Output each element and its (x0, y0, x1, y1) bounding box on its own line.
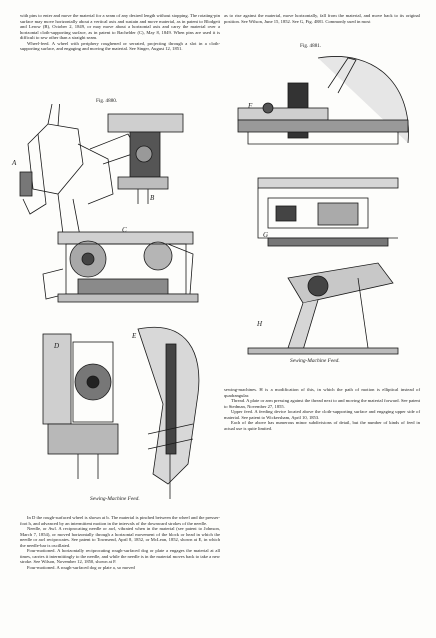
label-B: B (150, 194, 155, 202)
paragraph: Upper feed. A feeding device located abo… (224, 409, 420, 420)
right-column-middle-text: sewing-machines. H is a modification of … (224, 387, 420, 431)
paragraph: Thread. A plate or arm pressing against … (224, 398, 420, 409)
label-E: E (132, 332, 137, 340)
paragraph: Four-motioned. A horizontally reciprocat… (20, 548, 220, 564)
left-column-bottom-text: In D the rough-surfaced wheel is shown a… (20, 515, 220, 570)
paragraph: In D the rough-surfaced wheel is shown a… (20, 515, 220, 526)
figure-4880-engraving (19, 104, 200, 499)
paragraph: Each of the above has numerous minor sub… (224, 420, 420, 431)
figure-4881-caption: Sewing-Machine Feed. (290, 358, 340, 364)
figure-number-4880: Fig. 4880. (96, 98, 118, 104)
paragraph: Four-motioned. A rough-surfaced dog or p… (27, 564, 135, 570)
label-C: C (122, 226, 127, 234)
right-column-top-text: as to rise against the material, move ho… (224, 13, 420, 24)
label-F: F (248, 102, 253, 110)
paragraph: sewing-machines. H is a modification of … (224, 387, 420, 398)
paragraph: Needle, or Awl. A reciprocating needle o… (20, 526, 220, 548)
paragraph: with pins to enter and move the material… (20, 13, 220, 40)
left-column-top-text: with pins to enter and move the material… (20, 13, 220, 52)
paragraph: Wheel-feed. A wheel with periphery rough… (20, 40, 220, 52)
label-G: G (263, 231, 269, 239)
label-H: H (257, 320, 263, 328)
figure-4881-engraving (237, 56, 409, 355)
label-D: D (54, 342, 60, 350)
figure-number-4881: Fig. 4881. (300, 43, 322, 49)
paragraph: as to rise against the material, move ho… (224, 13, 420, 24)
figure-4880-caption: Sewing-Machine Feed. (90, 496, 140, 502)
label-A: A (12, 159, 17, 167)
